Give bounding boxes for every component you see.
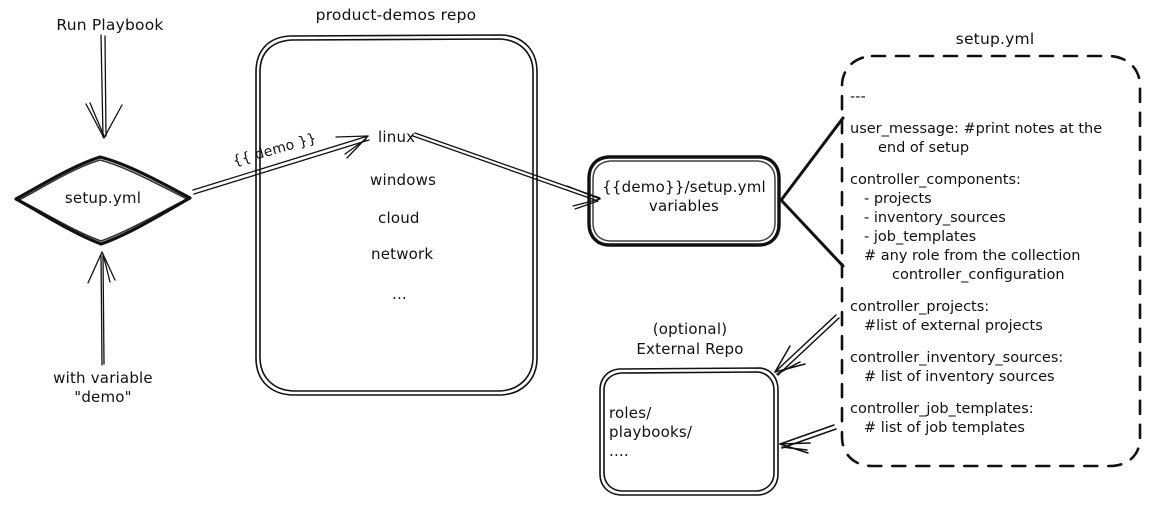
yaml-line: controller_projects: — [850, 299, 990, 315]
product-demos-repo-title: product-demos repo — [315, 6, 477, 24]
yaml-block-doc-start: --- — [850, 88, 1140, 107]
yaml-line: controller_inventory_sources: — [850, 350, 1064, 366]
with-variable-label-line1: with variable — [53, 369, 153, 387]
yaml-line: user_message: #print notes at the — [850, 121, 1103, 137]
yaml-line: # any role from the collection — [864, 248, 1081, 264]
run-playbook-arrow — [85, 34, 123, 139]
yaml-block-controller-inventory-sources: controller_inventory_sources: # list of i… — [850, 349, 1140, 387]
external-repo-title-line1: (optional) — [652, 320, 728, 338]
with-variable-label-line2: "demo" — [74, 388, 132, 406]
external-repo-item-ellipsis: .... — [609, 442, 629, 460]
yaml-line: - projects — [864, 191, 932, 207]
demo-variable-edge-label: {{ demo }} — [231, 130, 319, 170]
variables-node-line1: {{demo}}/setup.yml — [602, 178, 766, 196]
repo-item-ellipsis: ... — [392, 285, 407, 303]
with-variable-arrow — [87, 251, 116, 366]
yaml-block-controller-components: controller_components: - projects - invent… — [850, 171, 1140, 285]
yaml-block-user-message: user_message: #print notes at the end of … — [850, 120, 1140, 158]
external-repo-title-line2: External Repo — [636, 340, 744, 358]
yaml-line: # list of job templates — [864, 420, 1025, 436]
linux-to-variables-arrow — [412, 132, 601, 210]
yaml-line: controller_components: — [850, 172, 1021, 188]
setup-yml-panel-title: setup.yml — [955, 30, 1035, 48]
variables-node-line2: variables — [648, 197, 720, 215]
repo-item-network: network — [371, 245, 434, 263]
yaml-line: controller_configuration — [892, 267, 1065, 283]
repo-item-windows: windows — [370, 171, 437, 189]
controller-projects-to-repo-arrow — [774, 314, 840, 376]
yaml-line: #list of external projects — [864, 318, 1043, 334]
yaml-line: # list of inventory sources — [864, 369, 1055, 385]
yaml-block-controller-projects: controller_projects: #list of external pr… — [850, 298, 1140, 336]
yaml-line: - job_templates — [864, 229, 977, 245]
yaml-line: controller_job_templates: — [850, 401, 1034, 417]
setup-panel-to-variables-lines — [780, 116, 845, 268]
external-repo-item-playbooks: playbooks/ — [609, 423, 693, 441]
repo-item-linux: linux — [378, 128, 416, 146]
yaml-line: - inventory_sources — [864, 210, 1006, 226]
yaml-block-controller-job-templates: controller_job_templates: # list of job t… — [850, 400, 1140, 438]
setup-yml-panel-body: --- user_message: #print notes at the end … — [850, 88, 1140, 451]
yaml-line: end of setup — [878, 140, 970, 156]
repo-item-cloud: cloud — [378, 209, 420, 227]
setup-panel-to-variables-lines-inner — [783, 202, 841, 264]
external-repo-item-roles: roles/ — [609, 404, 652, 422]
yaml-line: --- — [850, 89, 866, 105]
controller-job-templates-to-repo-arrow — [779, 424, 837, 454]
run-playbook-label: Run Playbook — [56, 16, 164, 34]
setup-yml-diamond-label: setup.yml — [64, 189, 142, 207]
